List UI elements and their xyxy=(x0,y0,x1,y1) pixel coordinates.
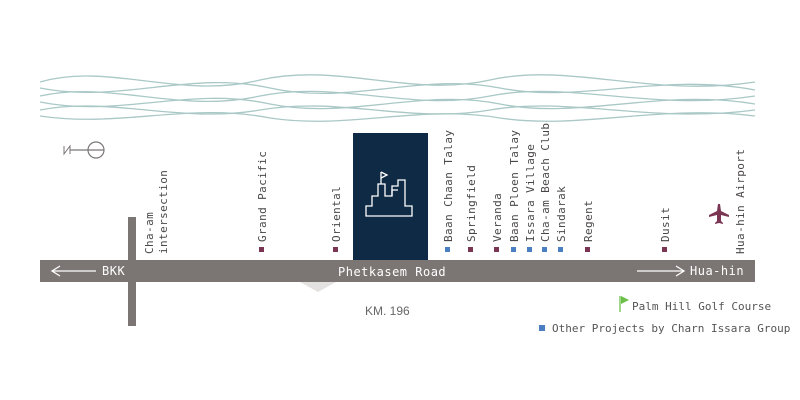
landmark-marker xyxy=(511,247,516,252)
landmark-marker xyxy=(333,247,338,252)
landmark-label[interactable]: Veranda xyxy=(491,193,504,242)
landmark-marker xyxy=(494,247,499,252)
landmark-label[interactable]: Regent xyxy=(582,200,595,242)
landmark-label[interactable]: Baan Chaan Talay xyxy=(442,130,455,242)
project-block[interactable] xyxy=(353,133,428,261)
legend-project-marker xyxy=(539,325,545,331)
landmark-marker xyxy=(468,247,473,252)
km-marker: KM. 196 xyxy=(365,304,410,318)
landmark-label[interactable]: Grand Pacific xyxy=(256,151,269,242)
road-destination-left: BKK xyxy=(102,264,125,278)
castle-icon xyxy=(365,171,413,217)
landmark-label[interactable]: Sindarak xyxy=(555,186,568,242)
golf-flag-icon xyxy=(619,296,629,312)
landmark-marker xyxy=(445,247,450,252)
landmark-label[interactable]: Baan Ploen Talay xyxy=(508,130,521,242)
north-compass-icon xyxy=(63,141,105,159)
landmark-label[interactable]: Cha-am Beach Club xyxy=(539,123,552,242)
airplane-icon xyxy=(709,204,729,224)
road-destination-right: Hua-hin xyxy=(690,264,744,278)
landmark-markers: Grand Pacific Oriental Baan Chaan Talay Spr… xyxy=(256,123,672,252)
legend-other-projects: Other Projects by Charn Issara Group xyxy=(552,322,790,335)
road-shadow xyxy=(300,282,336,292)
main-road xyxy=(40,260,755,282)
airport-label: Hua-hin Airport xyxy=(734,149,747,254)
landmark-marker xyxy=(585,247,590,252)
landmark-label[interactable]: Issara Village xyxy=(524,144,537,242)
landmark-label[interactable]: Springfield xyxy=(465,165,478,242)
landmark-label[interactable]: Oriental xyxy=(330,186,343,242)
intersection-label-line2: intersection xyxy=(157,170,170,254)
landmark-label[interactable]: Dusit xyxy=(659,207,672,242)
landmark-marker xyxy=(558,247,563,252)
intersection-label-line1: Cha-am xyxy=(143,212,156,254)
landmark-marker xyxy=(259,247,264,252)
arrow-left-icon xyxy=(50,265,96,277)
landmark-marker xyxy=(542,247,547,252)
landmark-marker xyxy=(527,247,532,252)
sea-waves xyxy=(39,74,756,122)
landmark-marker xyxy=(662,247,667,252)
arrow-right-icon xyxy=(637,265,686,277)
legend-golf: Palm Hill Golf Course xyxy=(632,300,771,313)
road-name: Phetkasem Road xyxy=(338,265,446,279)
